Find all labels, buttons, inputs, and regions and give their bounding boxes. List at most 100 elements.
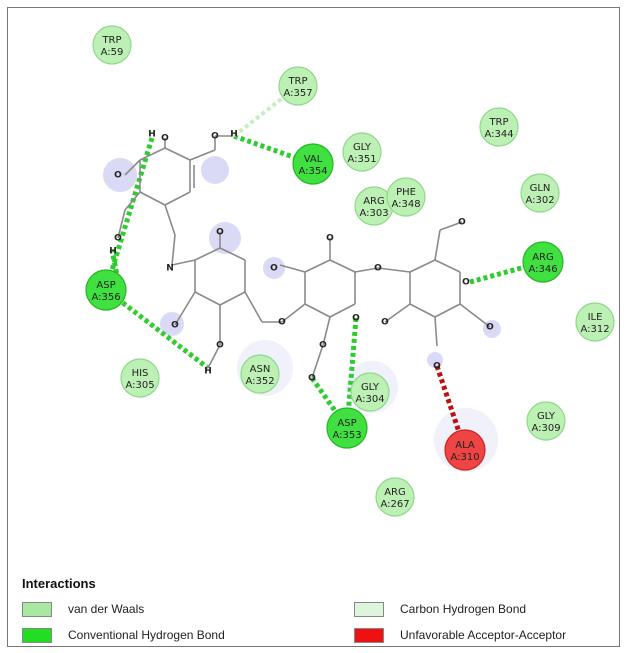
residue-circle bbox=[526, 401, 566, 441]
residue-circle bbox=[326, 407, 368, 449]
ligand-bond bbox=[189, 149, 216, 161]
ligand-bond bbox=[164, 191, 191, 206]
solvent-halo bbox=[263, 257, 285, 279]
ligand-bond bbox=[164, 204, 176, 236]
oxygen-atom: O bbox=[326, 234, 334, 244]
residue-layer: TRPA:59TRPA:357TRPA:344VALA:354GLYA:351A… bbox=[85, 25, 615, 517]
solvent-halo bbox=[209, 222, 241, 254]
ligand-bond bbox=[434, 229, 441, 261]
oxygen-atom: O bbox=[161, 134, 169, 144]
solvent-halo bbox=[160, 312, 184, 336]
ligand-bond bbox=[281, 303, 306, 323]
hydrogen-atom: H bbox=[230, 130, 238, 140]
ligand-bond bbox=[219, 291, 246, 306]
hbond-line-asp356-h3 bbox=[104, 288, 210, 370]
residue-chain: A:309 bbox=[531, 423, 560, 434]
oxygen-atom: O bbox=[114, 234, 122, 244]
oxygen-atom: O bbox=[171, 321, 179, 331]
oxygen-atom: O bbox=[486, 323, 494, 333]
legend-label-ch: Carbon Hydrogen Bond bbox=[400, 602, 527, 616]
ligand-bond bbox=[377, 267, 411, 273]
ligand-bond bbox=[171, 259, 196, 266]
ligand-bond bbox=[439, 221, 463, 231]
ligand-bond bbox=[304, 259, 331, 273]
legend-swatch-ch bbox=[354, 601, 384, 617]
oxygen-atom: O bbox=[462, 278, 470, 288]
legend-swatch-hbond bbox=[22, 627, 52, 643]
oxygen-atom: O bbox=[433, 362, 441, 372]
ligand-bond bbox=[434, 259, 461, 273]
legend-item-van-der-waals: van der Waals bbox=[22, 600, 144, 618]
solvent-accessibility-halos bbox=[103, 156, 501, 472]
residue-circle bbox=[120, 358, 160, 398]
oxygen-atom: O bbox=[381, 318, 389, 328]
residue-name: GLY bbox=[537, 411, 556, 422]
oxygen-atom: O bbox=[278, 318, 286, 328]
residue-circle bbox=[350, 372, 390, 412]
legend-label-hbond: Conventional Hydrogen Bond bbox=[68, 628, 225, 642]
residue-chain: A:312 bbox=[580, 324, 609, 335]
oxygen-atom: O bbox=[211, 132, 219, 142]
residue-name: HIS bbox=[132, 368, 149, 379]
residue-chain: A:351 bbox=[347, 154, 376, 165]
ligand-bond bbox=[434, 316, 438, 347]
ligand-bond bbox=[384, 303, 411, 323]
residue-circle bbox=[575, 302, 615, 342]
residue-circle bbox=[479, 107, 519, 147]
hydrogen-atom: H bbox=[204, 367, 212, 377]
oxygen-atom: O bbox=[216, 228, 224, 238]
oxygen-atom: O bbox=[352, 314, 360, 324]
ligand-bond bbox=[409, 303, 436, 318]
residue-chain: A:303 bbox=[359, 208, 388, 219]
ligand-bond bbox=[304, 303, 331, 318]
residue-name: ASN bbox=[250, 364, 271, 375]
solvent-halo bbox=[103, 158, 137, 192]
residue-circle bbox=[386, 177, 426, 217]
legend-swatch-unfav bbox=[354, 627, 384, 643]
oxygen-atom: O bbox=[114, 171, 122, 181]
residue-name: PHE bbox=[396, 187, 416, 198]
ligand-bond bbox=[174, 291, 196, 326]
legend-item-carbon-hydrogen-bond: Carbon Hydrogen Bond bbox=[354, 600, 526, 618]
residue-chain: A:59 bbox=[101, 47, 124, 58]
ligand-bond bbox=[139, 191, 166, 206]
residue-circle bbox=[240, 354, 280, 394]
residue-chain: A:348 bbox=[391, 199, 420, 210]
residue-name: GLY bbox=[353, 142, 372, 153]
residue-chain: A:344 bbox=[484, 129, 513, 140]
legend-swatch-vdw bbox=[22, 601, 52, 617]
ligand-bond bbox=[459, 303, 491, 328]
ligand-bond bbox=[354, 267, 379, 273]
residue-circle bbox=[278, 66, 318, 106]
hbond-line-asp356-h1 bbox=[103, 137, 155, 291]
residue-chain: A:346 bbox=[528, 264, 557, 275]
residue-circle bbox=[520, 173, 560, 213]
residue-name: TRP bbox=[488, 117, 508, 128]
residue-name: ASP bbox=[96, 280, 115, 291]
solvent-halo bbox=[201, 156, 229, 184]
ligand-bond bbox=[171, 234, 176, 266]
ligand-bond bbox=[117, 209, 126, 239]
residue-name: ASP bbox=[337, 418, 356, 429]
ligand-bond bbox=[124, 159, 141, 176]
residue-circle bbox=[292, 143, 334, 185]
residue-circle bbox=[92, 25, 132, 65]
residue-name: GLN bbox=[530, 183, 551, 194]
ligand-bond bbox=[329, 259, 356, 273]
residue-chain: A:354 bbox=[298, 166, 327, 177]
residue-chain: A:305 bbox=[125, 380, 154, 391]
